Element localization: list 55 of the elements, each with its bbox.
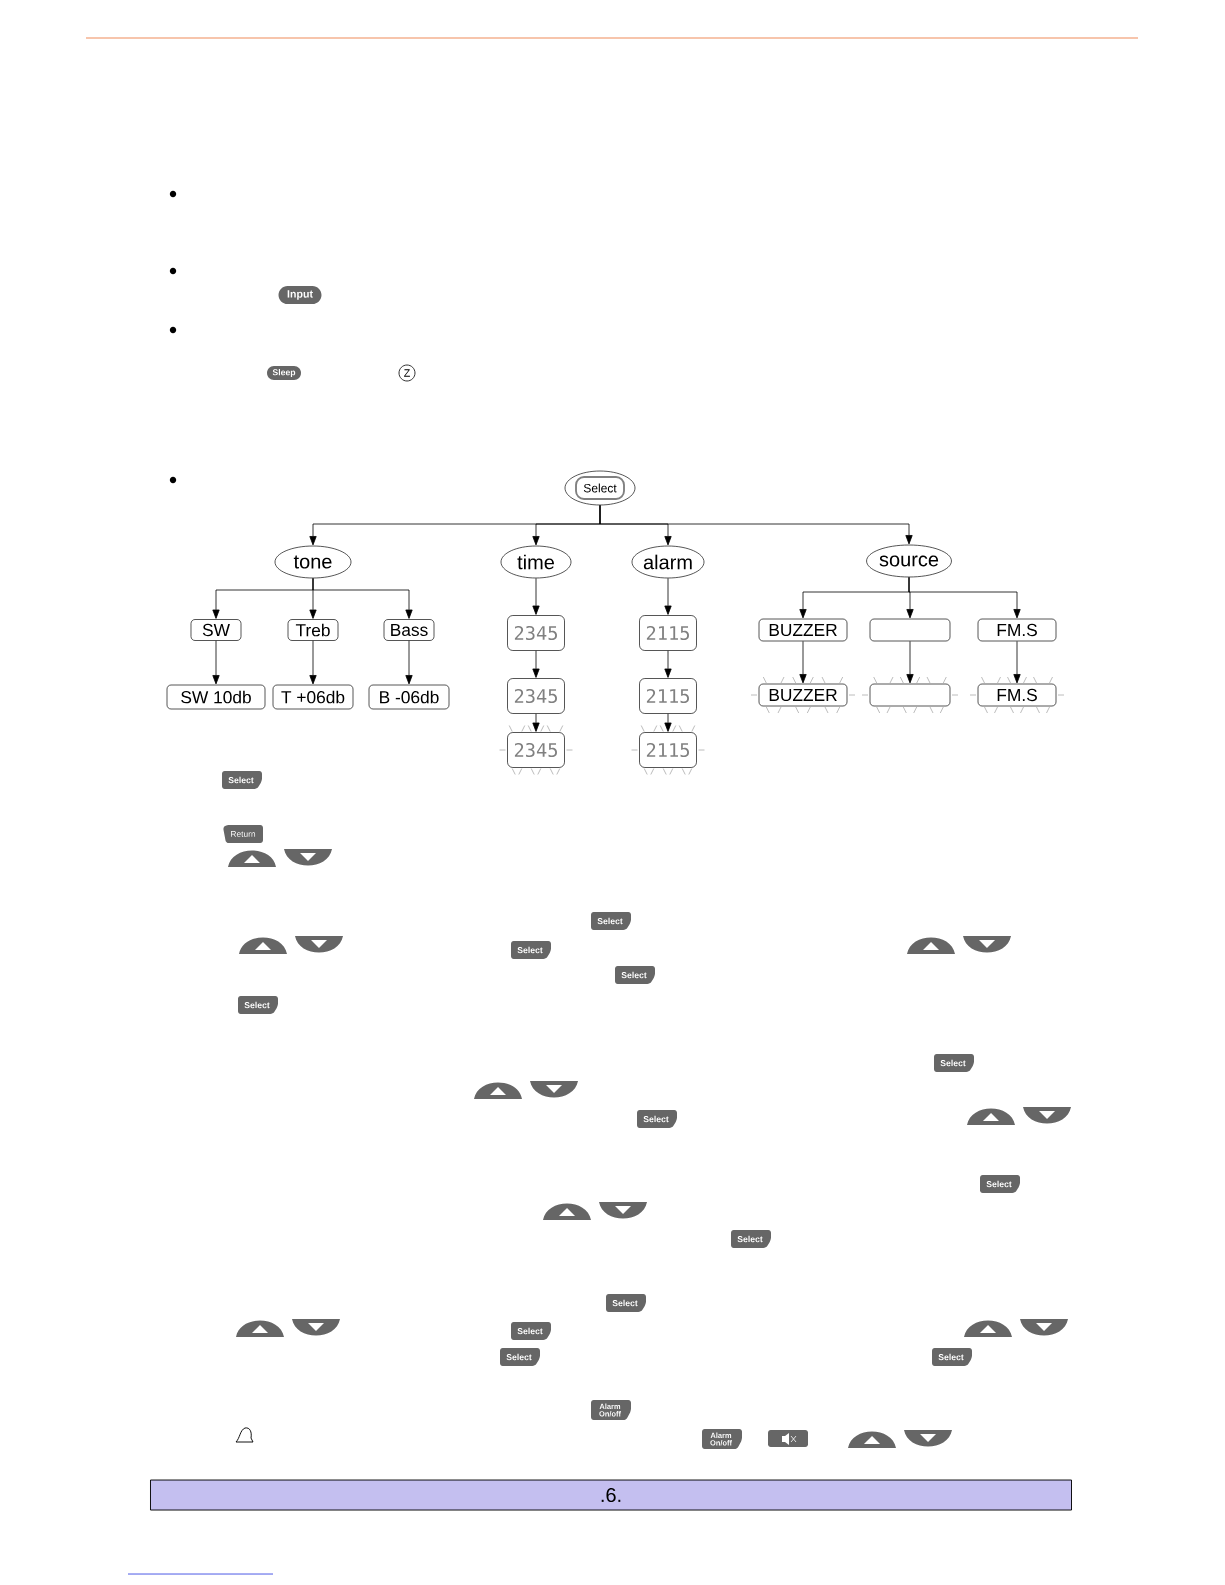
blinking-display-box: [861, 676, 959, 714]
arrow: [664, 650, 672, 678]
arrow: [405, 640, 413, 685]
menu-oval: tone: [274, 545, 352, 579]
button: Select: [591, 912, 631, 930]
page-number-bar: .6.: [150, 1479, 1072, 1511]
arrow: [799, 640, 807, 684]
lcd-display: 2345: [507, 678, 565, 714]
arrow: [1013, 640, 1021, 684]
display-box: SW 10db: [166, 684, 266, 710]
display-box: B -06db: [368, 684, 450, 710]
button: Select: [932, 1348, 972, 1366]
display-box: T +06db: [272, 684, 354, 710]
arrow: [532, 650, 540, 678]
button: Select: [637, 1110, 677, 1128]
button: Select: [511, 941, 551, 959]
arrow: [309, 640, 317, 685]
arrow: [599, 504, 913, 545]
display-box: SW: [190, 619, 242, 641]
menu-oval: alarm: [631, 545, 705, 579]
button: Sleep: [267, 366, 301, 380]
display-box: Treb: [287, 619, 339, 641]
display-box: [869, 618, 951, 642]
arrow: [532, 713, 540, 732]
lcd-display: 2345: [507, 615, 565, 651]
arrow: [532, 577, 540, 615]
button: Select: [615, 966, 655, 984]
button: Select: [238, 996, 278, 1014]
arrow: [312, 577, 413, 619]
button: Select: [731, 1230, 771, 1248]
button: Select: [500, 1348, 540, 1366]
display-box: BUZZER: [758, 618, 848, 642]
blinking-display-box: FM.S: [969, 676, 1065, 714]
arrow: [908, 576, 1021, 619]
button: Select: [222, 771, 262, 789]
button: Select: [980, 1175, 1020, 1193]
button: Select: [511, 1322, 551, 1340]
button: Select: [606, 1294, 646, 1312]
lcd-display: 2115: [639, 615, 697, 651]
lcd-display: 2115: [639, 678, 697, 714]
arrow: [906, 640, 914, 684]
display-box: Bass: [383, 619, 435, 641]
button: Return: [223, 825, 263, 843]
arrow: [212, 640, 220, 685]
button: Select: [934, 1054, 974, 1072]
blinking-lcd-display: 2345: [499, 725, 573, 775]
button-oval: Select: [564, 470, 636, 506]
arrow: [664, 577, 672, 615]
display-box: FM.S: [977, 618, 1057, 642]
menu-oval: source: [866, 544, 952, 578]
blinking-lcd-display: 2115: [631, 725, 705, 775]
blinking-display-box: BUZZER: [750, 676, 856, 714]
arrow: [664, 713, 672, 732]
button: Input: [278, 286, 322, 304]
menu-oval: time: [500, 545, 572, 579]
